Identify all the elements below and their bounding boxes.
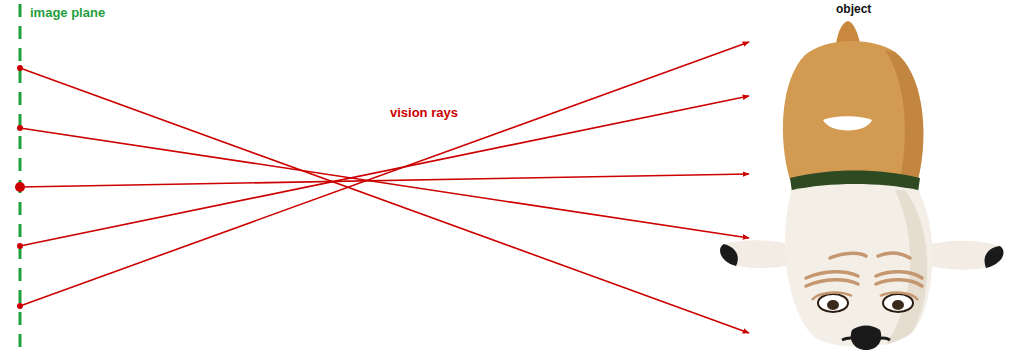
vision-ray [20, 174, 749, 187]
ray-dot [17, 303, 23, 309]
vision-ray [20, 96, 749, 246]
ray-dot [17, 243, 23, 249]
image-plane-line [19, 4, 22, 352]
vision-rays [20, 42, 749, 333]
vision-ray [20, 42, 749, 306]
vision-ray [20, 128, 749, 238]
object-label: object [836, 2, 871, 16]
ray-dot [17, 65, 23, 71]
object-figure [720, 21, 1004, 350]
ray-dot [15, 182, 25, 192]
vision-rays-label: vision rays [390, 105, 458, 120]
image-plane-label: image plane [30, 5, 105, 20]
ray-origins [15, 65, 25, 309]
vision-ray [20, 68, 749, 333]
ray-dot [17, 125, 23, 131]
